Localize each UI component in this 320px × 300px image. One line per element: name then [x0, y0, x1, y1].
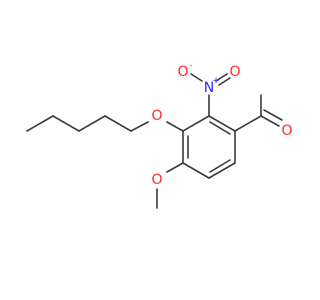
bond-aldehyde-c-o-a [260, 115, 280, 127]
methoxy-o-label: O [151, 172, 162, 188]
molecule-structure: N + O - O O O O [26, 61, 293, 209]
nitro-n-label: N [204, 80, 214, 96]
bond-nitro-n-o-double-a [215, 73, 228, 82]
ring-bond-3 [208, 162, 236, 179]
bond-ring-methoxy-o [166, 162, 184, 173]
bond-ring-ether-o [166, 121, 184, 132]
bond-ring-aldehyde-c [234, 115, 262, 132]
ring-bond-1 [208, 115, 236, 132]
bond-ether-o-c1 [130, 121, 149, 132]
bond-pentyl-c1-c2 [104, 115, 132, 132]
ring-bond-6 [182, 115, 210, 132]
nitro-o-single-label: O [177, 64, 188, 80]
ring-double-bond-1 [209, 121, 231, 135]
ring-bond-4 [182, 162, 210, 179]
bonds [26, 73, 283, 209]
bond-nitro-n-o-double-b [218, 77, 231, 86]
nitro-n-charge: + [212, 76, 220, 86]
bond-pentyl-c2-c3 [78, 115, 106, 132]
aldehyde-o-label: O [281, 123, 292, 139]
atom-labels: N + O - O O O O [151, 61, 292, 188]
ring-double-bond-2 [209, 159, 231, 173]
bond-nitro-n-o-single [190, 73, 203, 82]
bond-aldehyde-c-o-b [263, 109, 283, 121]
bond-pentyl-c4-c5 [26, 115, 54, 132]
bond-pentyl-c3-c4 [52, 115, 80, 132]
nitro-o-double-label: O [229, 64, 240, 80]
pentyloxy-o-label: O [151, 108, 162, 124]
nitro-o-single-charge: - [189, 61, 192, 71]
